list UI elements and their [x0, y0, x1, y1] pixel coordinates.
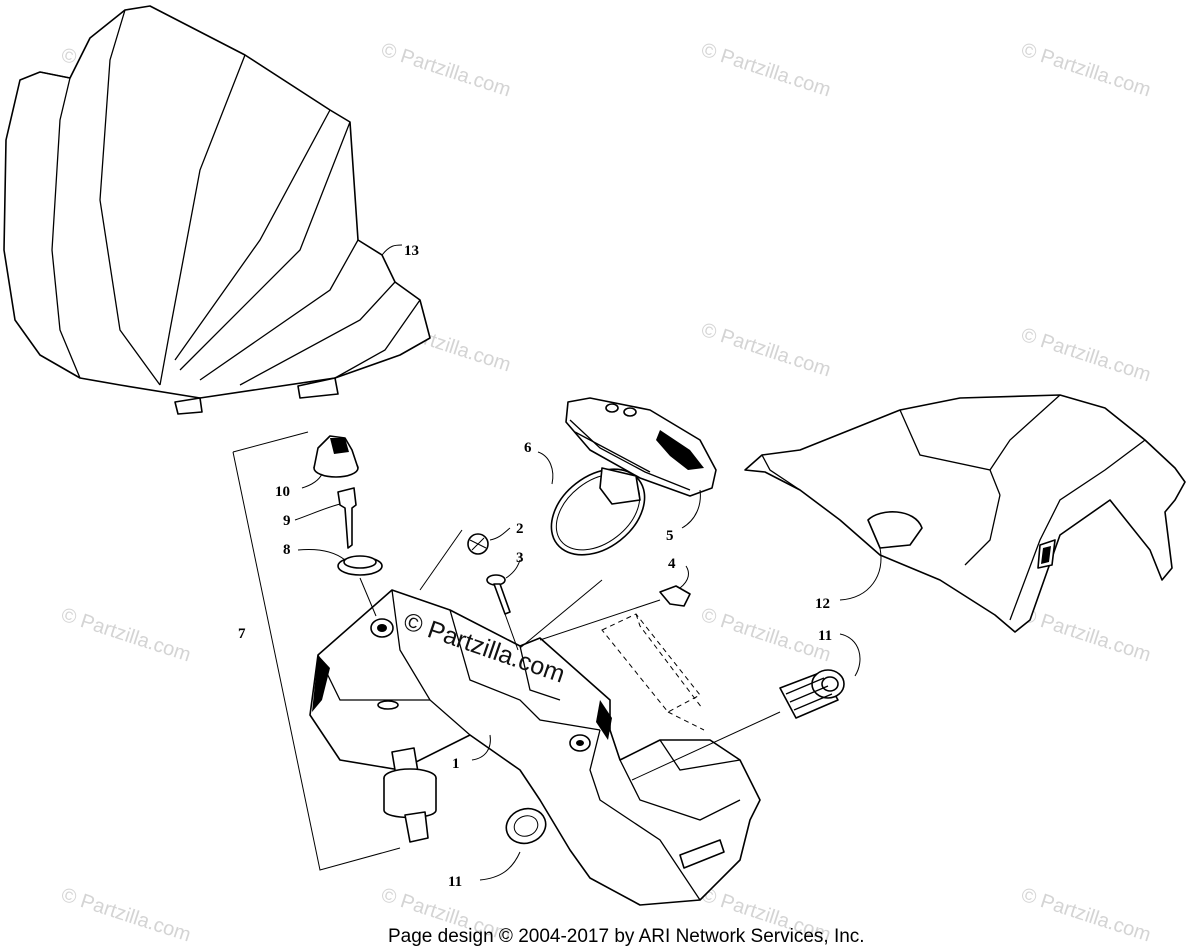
- svg-text:1: 1: [452, 756, 460, 772]
- svg-text:6: 6: [524, 440, 532, 456]
- svg-text:11: 11: [448, 874, 462, 890]
- part-13-windshield: [3, 5, 431, 415]
- part-12-cover: 12: [744, 394, 1186, 633]
- footer-copyright: Page design © 2004-2017 by ARI Network S…: [388, 926, 865, 947]
- watermark: © Partzilla.com: [58, 884, 193, 947]
- svg-text:7: 7: [238, 626, 246, 642]
- svg-text:10: 10: [275, 484, 290, 500]
- part-7-bracket: 7: [232, 431, 401, 871]
- part-5-gauge: 5: [565, 397, 717, 544]
- part-4-clip: 4: [659, 556, 691, 607]
- svg-text:12: 12: [815, 596, 830, 612]
- part-11-nut: 11: [448, 807, 547, 890]
- phantom-bracket: [601, 613, 705, 731]
- watermark: © Partzilla.com: [58, 604, 193, 667]
- svg-text:9: 9: [283, 513, 291, 529]
- svg-text:8: 8: [283, 542, 291, 558]
- svg-text:13: 13: [404, 243, 419, 259]
- watermark: © Partzilla.com: [698, 39, 833, 102]
- callout-13: 13: [381, 243, 419, 259]
- leader-lines: [359, 529, 781, 781]
- watermark: © Partzilla.com: [698, 319, 833, 382]
- svg-text:11: 11: [818, 628, 832, 644]
- part-10-key-cap: 10: [275, 435, 359, 500]
- svg-text:5: 5: [666, 528, 674, 544]
- watermark: © Partzilla.com: [378, 39, 513, 102]
- part-2-screw: 2: [467, 521, 524, 555]
- part-1-console: 1: [309, 589, 761, 906]
- svg-text:4: 4: [668, 556, 676, 572]
- part-8-grommet: 8: [283, 542, 383, 576]
- watermark: © Partzilla.com: [1018, 884, 1153, 947]
- watermark: © Partzilla.com: [1018, 324, 1153, 387]
- part-11-outlet: 11: [779, 628, 861, 719]
- part-9-key: 9: [283, 487, 357, 549]
- part-3-bolt: 3: [486, 550, 524, 615]
- watermark: © Partzilla.com: [1018, 39, 1153, 102]
- watermark: © Partzilla.com: [1018, 604, 1153, 667]
- svg-text:3: 3: [516, 550, 524, 566]
- watermark: © Partzilla.com: [698, 604, 833, 667]
- ignition-switch: [383, 747, 437, 843]
- svg-text:2: 2: [516, 521, 524, 537]
